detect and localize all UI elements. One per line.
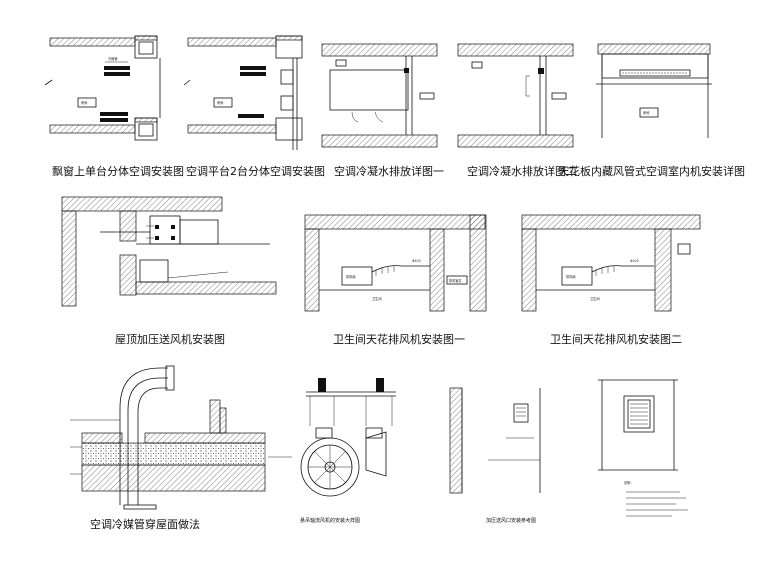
caption-condensate-1: 空调冷凝水排放详图一: [334, 164, 444, 178]
caption-bath-exhaust-1: 卫生间天花排风机安装图一: [333, 332, 465, 346]
caption-condensate-2: 空调冷凝水排放详图二: [467, 164, 577, 178]
diagram-ceiling-ducted-ac: 房间 天花板内藏风管式空调室内机安装详图: [558, 43, 745, 178]
caption-supply-outlet: 加压送风口安装参考图: [486, 517, 536, 524]
duct-size-2: Φ100: [630, 259, 639, 263]
diagram-bath-exhaust-1: 排风扇 Φ100 卫生间 排风管井 卫生间天花排风机安装图一: [304, 214, 487, 346]
diagram-axial-fan: 悬吊轴流风机的安装大样图: [268, 378, 396, 524]
room-label-2: 房间: [217, 100, 223, 105]
diagram-bay-window-ac: 冷媒管 房间 飘窗上单台分体空调安装图: [44, 35, 184, 178]
diagram-outlet-elevation: 说明：: [598, 379, 688, 517]
bathroom-label-2: 卫生间: [590, 296, 600, 301]
svg-text:冷媒管: 冷媒管: [108, 56, 118, 61]
diagram-rooftop-fan: 屋顶加压送风机安装图: [61, 196, 277, 346]
duct-size-1: Φ100: [412, 259, 421, 263]
notes-title: 说明：: [624, 480, 634, 485]
diagram-bath-exhaust-2: 排风扇 Φ100 卫生间 卫生间天花排风机安装图二: [521, 214, 701, 346]
room-label-1: 房间: [81, 100, 87, 105]
diagram-supply-outlet: 加压送风口安装参考图: [449, 387, 541, 524]
shaft-label-1: 排风管井: [449, 278, 462, 283]
caption-axial-fan: 悬吊轴流风机的安装大样图: [300, 517, 360, 524]
caption-roof-penetration: 空调冷媒管穿屋面做法: [90, 517, 200, 531]
diagram-condensate-2: 空调冷凝水排放详图二: [457, 43, 577, 178]
bathroom-label-1: 卫生间: [372, 296, 382, 301]
caption-bath-exhaust-2: 卫生间天花排风机安装图二: [550, 332, 682, 346]
fan-label-2: 排风扇: [566, 274, 576, 279]
room-label-5: 房间: [643, 110, 649, 115]
diagram-condensate-1: 空调冷凝水排放详图一: [321, 43, 444, 178]
diagram-ac-platform: 房间 空调平台2台分体空调安装图: [183, 35, 325, 178]
caption-ac-platform: 空调平台2台分体空调安装图: [186, 164, 325, 178]
caption-ceiling-ducted-ac: 天花板内藏风管式空调室内机安装详图: [558, 164, 745, 178]
diagram-roof-penetration: 空调冷媒管穿屋面做法: [70, 365, 266, 531]
caption-rooftop-fan: 屋顶加压送风机安装图: [115, 332, 225, 346]
caption-bay-window-ac: 飘窗上单台分体空调安装图: [52, 164, 184, 178]
fan-label-1: 排风扇: [346, 274, 356, 279]
